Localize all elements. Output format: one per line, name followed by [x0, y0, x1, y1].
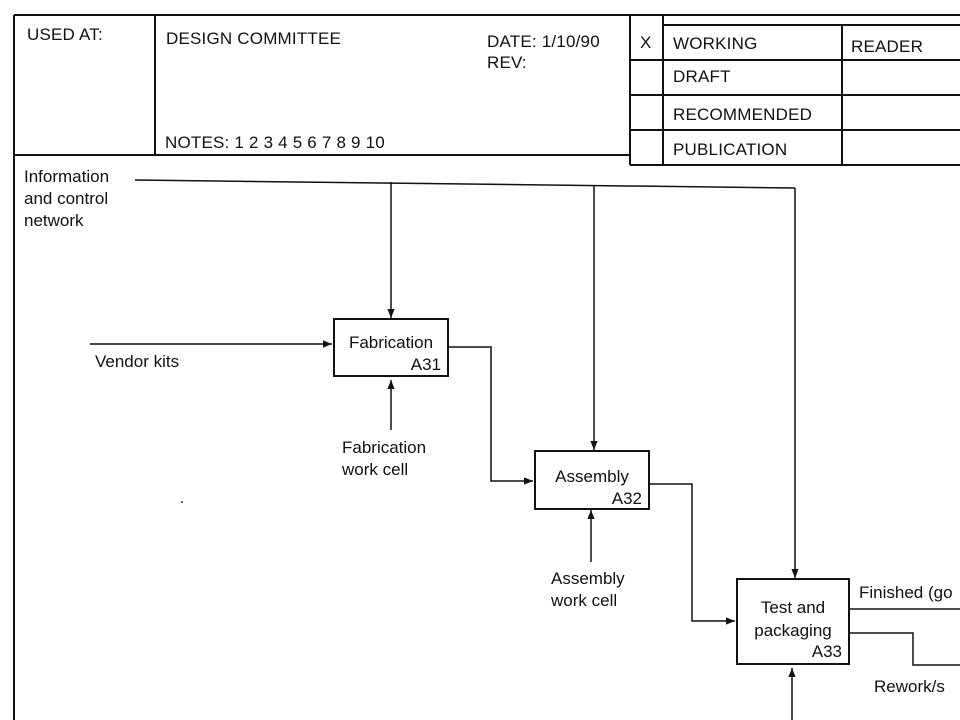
notes-field: NOTES: 1 2 3 4 5 6 7 8 9 10	[165, 133, 385, 152]
asm-cell-label-line1: Assembly	[551, 569, 625, 588]
info-network-label-line2: and control	[24, 189, 109, 208]
reader-label: READER	[851, 37, 924, 56]
activity-box-a33: Test and packaging A33	[736, 578, 850, 665]
project-name: DESIGN COMMITTEE	[166, 29, 342, 48]
status-recommended: RECOMMENDED	[673, 105, 813, 124]
arrow-a31-a32	[448, 346, 533, 485]
working-check-mark: X	[640, 33, 652, 52]
arrow-a32-a33	[650, 483, 735, 625]
node-number-a33: A33	[811, 642, 842, 661]
fab-cell-label-line2: work cell	[342, 460, 409, 479]
node-number-a32: A32	[611, 489, 642, 508]
activity-box-a31: Fabrication A31	[333, 318, 449, 377]
rev-field: REV:	[487, 53, 527, 72]
activity-name-a33-line1: Test and	[760, 598, 826, 617]
finished-label: Finished (go	[859, 583, 953, 602]
status-draft: DRAFT	[673, 67, 731, 86]
rework-label: Rework/s	[874, 677, 945, 696]
activity-name-a31: Fabrication	[348, 333, 434, 352]
asm-cell-label-line2: work cell	[551, 591, 618, 610]
vendor-kits-label: Vendor kits	[95, 352, 180, 371]
output-rework	[850, 632, 960, 666]
status-publication: PUBLICATION	[673, 140, 788, 159]
info-network-label-line3: network	[24, 211, 84, 230]
activity-box-a32: Assembly A32	[534, 450, 650, 510]
fab-cell-label-line1: Fabrication	[342, 438, 427, 457]
activity-name-a32: Assembly	[555, 467, 629, 486]
status-working: WORKING	[673, 34, 758, 53]
node-number-a31: A31	[410, 355, 441, 374]
used-at-label: USED AT:	[27, 25, 103, 44]
info-network-label-line1: Information	[24, 167, 110, 186]
activity-name-a33-line2: packaging	[754, 621, 832, 640]
date-field: DATE: 1/10/90	[487, 32, 600, 51]
